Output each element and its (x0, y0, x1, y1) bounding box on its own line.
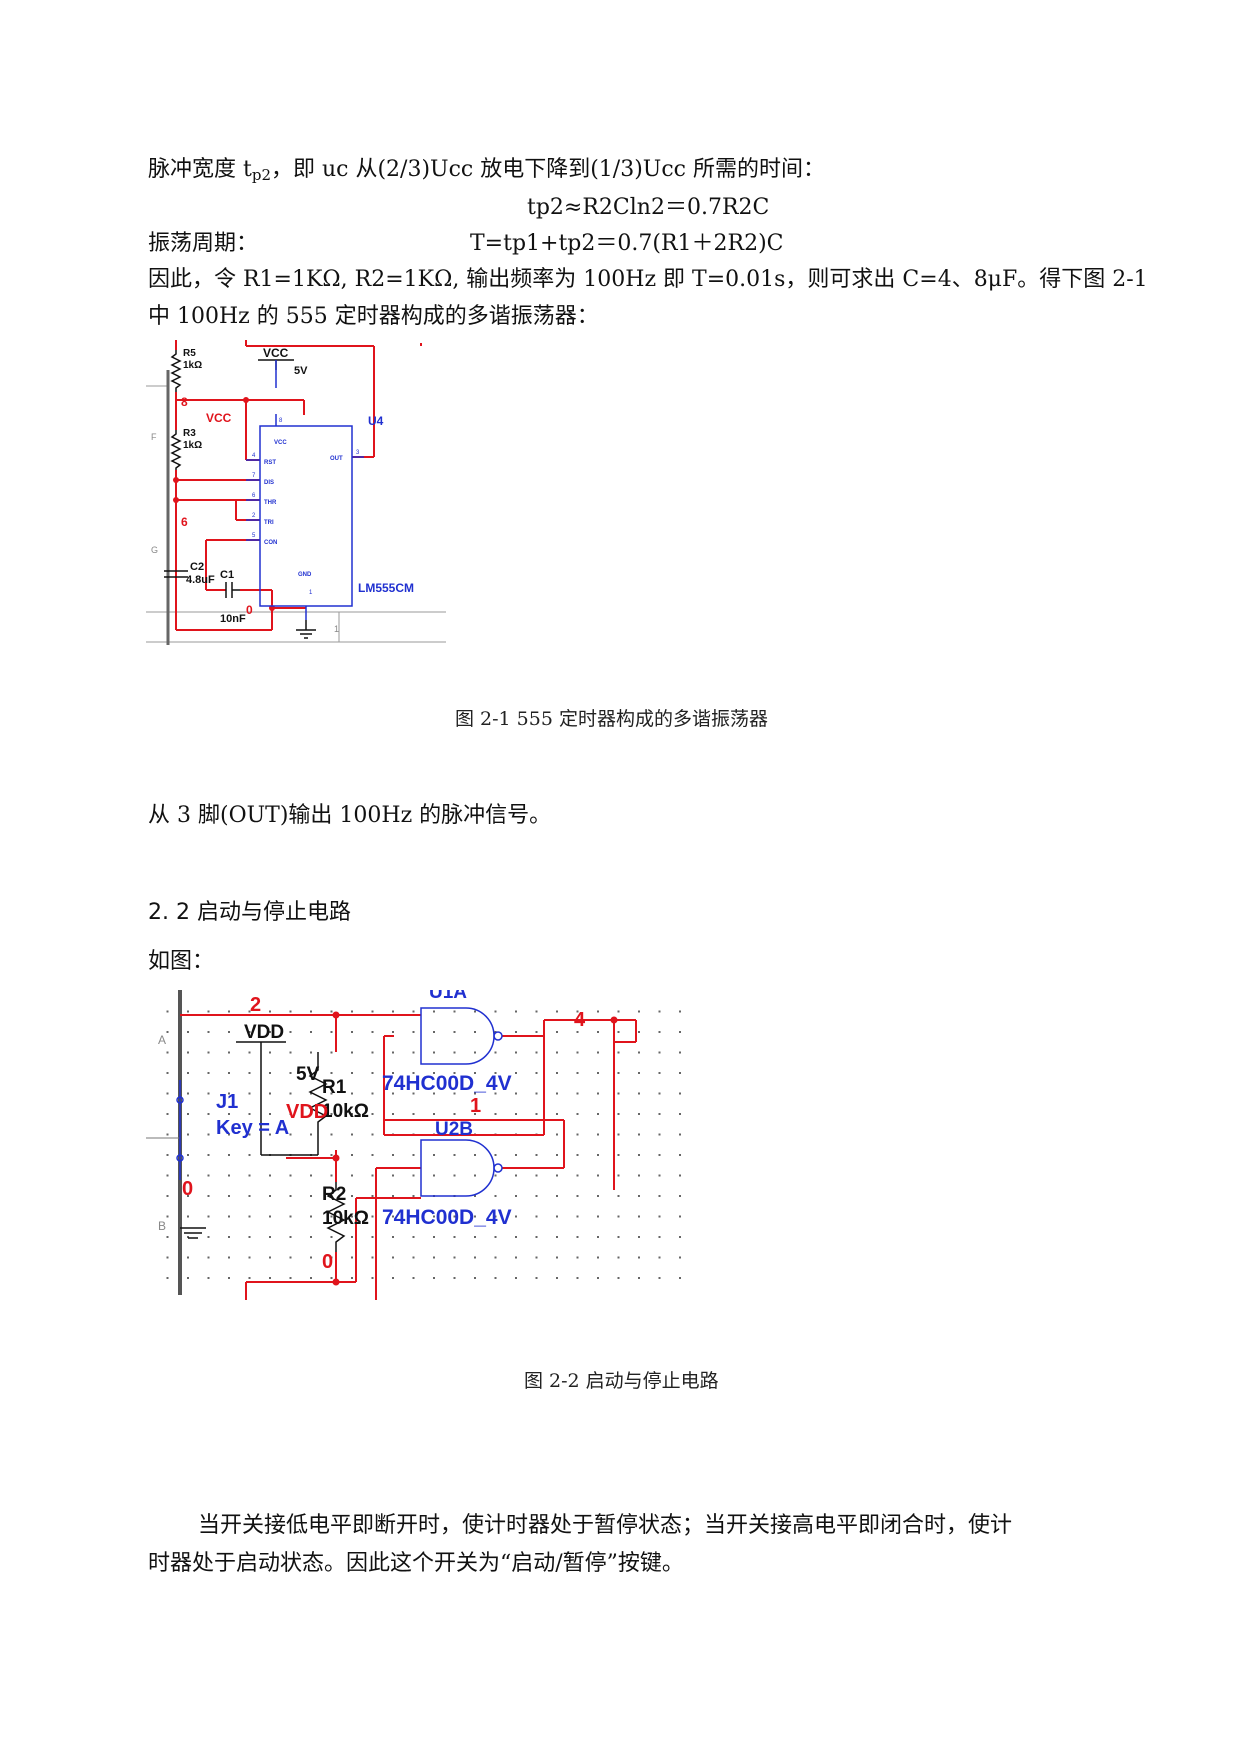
gate-b-part: 74HC00D_4V (382, 1206, 512, 1229)
pin-vcc: VCC (274, 440, 287, 446)
pin-out: OUT (330, 456, 343, 462)
period-formula: T=tp1+tp2＝0.7(R1＋2R2)C (470, 231, 784, 256)
rail-label-1: 1 (334, 624, 339, 634)
section-heading: 2. 2 启动与停止电路 (148, 900, 351, 925)
vdd-net-label: VDD (286, 1101, 328, 1123)
net-label-1: 1 (470, 1095, 481, 1117)
paragraph-2-line-1: 当开关接低电平即断开时，使计时器处于暂停状态；当开关接高电平即闭合时，使计 (198, 1513, 1013, 1538)
r2-value: 10kΩ (322, 1208, 369, 1229)
r5-label: R5 (183, 348, 196, 359)
paragraph-1-line-1: 因此，令 R1=1KΩ, R2=1KΩ, 输出频率为 100Hz 即 T=0.0… (148, 267, 1148, 292)
c1-label: C1 (220, 569, 234, 581)
pin-rst: RST (264, 460, 276, 466)
u1a-label: U1A (429, 990, 467, 1003)
r3-value: 1kΩ (183, 440, 202, 451)
u4-label: U4 (368, 414, 384, 428)
pin-gnd: GND (298, 572, 312, 578)
figure-2-caption: 图 2-2 启动与停止电路 (524, 1370, 719, 1392)
net-label-0-left: 0 (182, 1178, 193, 1200)
gate-a-part: 74HC00D_4V (382, 1072, 512, 1095)
pin-dis: DIS (264, 480, 274, 486)
pulse-width-prefix: 脉冲宽度 t (148, 157, 252, 182)
pin-num-4: 4 (252, 453, 256, 459)
paragraph-1-line-2: 中 100Hz 的 555 定时器构成的多谐振荡器： (148, 304, 599, 329)
pin-num-5: 5 (252, 533, 256, 539)
pulse-width-suffix: ，即 uc 从(2/3)Ucc 放电下降到(1/3)Ucc 所需的时间： (271, 157, 825, 182)
pin-num-8: 8 (279, 418, 283, 424)
r3-label: R3 (183, 428, 196, 439)
vcc-voltage: 5V (294, 365, 308, 377)
pulse-width-line: 脉冲宽度 tp2，即 uc 从(2/3)Ucc 放电下降到(1/3)Ucc 所需… (148, 156, 825, 189)
pulse-width-sub: p2 (251, 166, 271, 184)
vcc-net-label: VCC (206, 411, 232, 425)
as-shown-label: 如图： (148, 949, 215, 974)
net-label-8: 8 (181, 395, 188, 409)
net-label-0-bottom: 0 (322, 1251, 333, 1273)
key-label: Key = A (216, 1117, 289, 1139)
rail-label-b: B (158, 1219, 166, 1233)
formula-tp2: tp2≈R2Cln2＝0.7R2C (527, 194, 769, 222)
pin-num-7: 7 (252, 473, 256, 479)
vcc-label: VCC (263, 346, 289, 360)
vdd-voltage: 5V (296, 1064, 320, 1085)
r1-label: R1 (322, 1077, 347, 1098)
rail-label-g: G (151, 545, 158, 555)
rail-label-f: F (151, 432, 157, 442)
rail-label-a: A (158, 1033, 166, 1047)
c1-value: 10nF (220, 613, 246, 625)
out-pin-line: 从 3 脚(OUT)输出 100Hz 的脉冲信号。 (148, 803, 552, 828)
figure-start-stop-circuit: A B (146, 990, 692, 1300)
chip-name: LM555CM (358, 581, 414, 595)
paragraph-2-line-2: 时器处于启动状态。因此这个开关为“启动/暂停”按键。 (148, 1551, 684, 1576)
net-label-2: 2 (250, 994, 261, 1016)
r1-value: 10kΩ (322, 1101, 369, 1122)
pin-num-6: 6 (252, 493, 256, 499)
pin-thr: THR (264, 500, 277, 506)
pin-tri: TRI (264, 520, 274, 526)
net-label-6: 6 (181, 515, 188, 529)
period-label: 振荡周期： (148, 231, 259, 256)
figure-1-caption: 图 2-1 555 定时器构成的多谐振荡器 (455, 708, 768, 730)
pin-con: CON (264, 540, 277, 546)
c2-value: 4.8uF (186, 574, 215, 586)
vdd-label: VDD (244, 1022, 284, 1043)
pin-num-1: 1 (309, 590, 313, 596)
u2b-label: U2B (435, 1119, 473, 1140)
j1-label: J1 (216, 1091, 238, 1113)
net-label-0: 0 (246, 603, 253, 617)
net-label-4: 4 (574, 1009, 586, 1031)
r2-label: R2 (322, 1184, 346, 1205)
pin-num-3: 3 (356, 450, 360, 456)
r5-value: 1kΩ (183, 360, 202, 371)
formula-tp2-text: tp2≈R2Cln2＝0.7R2C (527, 195, 770, 220)
pin-num-2: 2 (252, 513, 256, 519)
figure-555-circuit: F G 1 (146, 340, 446, 645)
c2-label: C2 (190, 561, 204, 573)
